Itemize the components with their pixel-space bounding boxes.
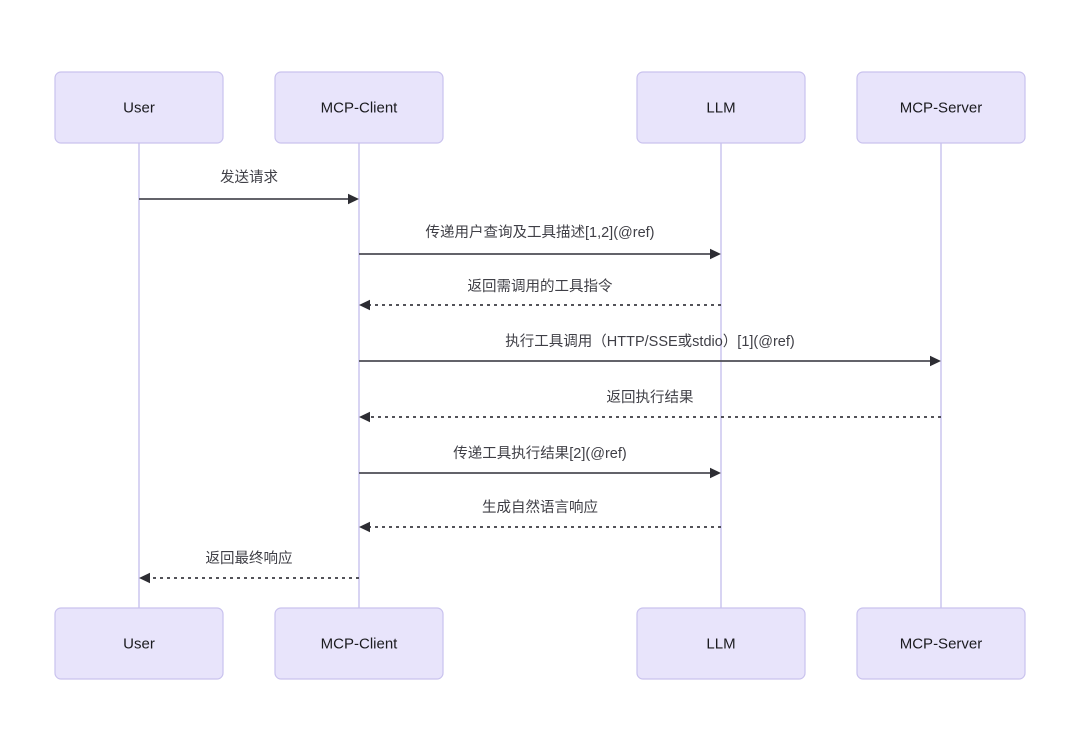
message-arrowhead-1: [348, 193, 359, 205]
message-label-7: 生成自然语言响应: [482, 498, 598, 516]
participant-label-user-bottom: User: [123, 635, 155, 652]
participant-mcp-client-top[interactable]: MCP-Client: [274, 71, 444, 144]
message-4-mcp-client-to-mcp-server[interactable]: 执行工具调用（HTTP/SSE或stdio）[1](@ref): [359, 333, 941, 367]
participant-llm-top[interactable]: LLM: [636, 71, 806, 144]
message-7-llm-to-mcp-client[interactable]: 生成自然语言响应: [359, 498, 721, 533]
message-arrowhead-7: [359, 521, 370, 533]
message-arrowhead-2: [710, 248, 721, 260]
lifelines-group: [138, 143, 942, 608]
participant-label-mcp-client-bottom: MCP-Client: [321, 635, 399, 652]
message-3-llm-to-mcp-client[interactable]: 返回需调用的工具指令: [359, 278, 721, 311]
participant-box-llm-bottom: [636, 607, 806, 680]
participant-mcp-server-top[interactable]: MCP-Server: [856, 71, 1026, 144]
participant-label-llm-top: LLM: [706, 99, 735, 116]
message-8-mcp-client-to-user[interactable]: 返回最终响应: [139, 549, 359, 584]
participant-user-top[interactable]: User: [54, 71, 224, 144]
message-arrowhead-5: [359, 411, 370, 423]
participant-label-mcp-client-top: MCP-Client: [321, 99, 399, 116]
participant-box-mcp-client-bottom: [274, 607, 444, 680]
message-label-6: 传递工具执行结果[2](@ref): [453, 445, 626, 462]
message-1-user-to-mcp-client[interactable]: 发送请求: [139, 169, 359, 205]
message-2-mcp-client-to-llm[interactable]: 传递用户查询及工具描述[1,2](@ref): [359, 224, 721, 260]
message-arrowhead-6: [710, 467, 721, 479]
participant-mcp-client-bottom[interactable]: MCP-Client: [274, 607, 444, 680]
participant-label-mcp-server-bottom: MCP-Server: [900, 635, 983, 652]
participant-box-mcp-server-bottom: [856, 607, 1026, 680]
message-label-4: 执行工具调用（HTTP/SSE或stdio）[1](@ref): [505, 333, 794, 350]
participants-bottom-group: User MCP-Client LLM MCP-Server: [54, 607, 1026, 680]
message-label-5: 返回执行结果: [607, 389, 694, 406]
message-6-mcp-client-to-llm[interactable]: 传递工具执行结果[2](@ref): [359, 445, 721, 479]
participants-top-group: User MCP-Client LLM MCP-Server: [54, 71, 1026, 144]
participant-box-user-top: [54, 71, 224, 144]
message-arrowhead-4: [930, 355, 941, 367]
participant-box-user-bottom: [54, 607, 224, 680]
participant-label-llm-bottom: LLM: [706, 635, 735, 652]
message-label-1: 发送请求: [220, 169, 278, 186]
participant-box-llm-top: [636, 71, 806, 144]
participant-llm-bottom[interactable]: LLM: [636, 607, 806, 680]
participant-mcp-server-bottom[interactable]: MCP-Server: [856, 607, 1026, 680]
participant-label-user-top: User: [123, 99, 155, 116]
message-arrowhead-3: [359, 299, 370, 311]
participant-label-mcp-server-top: MCP-Server: [900, 99, 983, 116]
message-label-2: 传递用户查询及工具描述[1,2](@ref): [425, 224, 654, 241]
message-arrowhead-8: [139, 572, 150, 584]
participant-user-bottom[interactable]: User: [54, 607, 224, 680]
participant-box-mcp-server-top: [856, 71, 1026, 144]
message-label-8: 返回最终响应: [206, 549, 293, 567]
message-label-3: 返回需调用的工具指令: [468, 278, 613, 295]
message-5-mcp-server-to-mcp-client[interactable]: 返回执行结果: [359, 389, 941, 423]
participant-box-mcp-client-top: [274, 71, 444, 144]
